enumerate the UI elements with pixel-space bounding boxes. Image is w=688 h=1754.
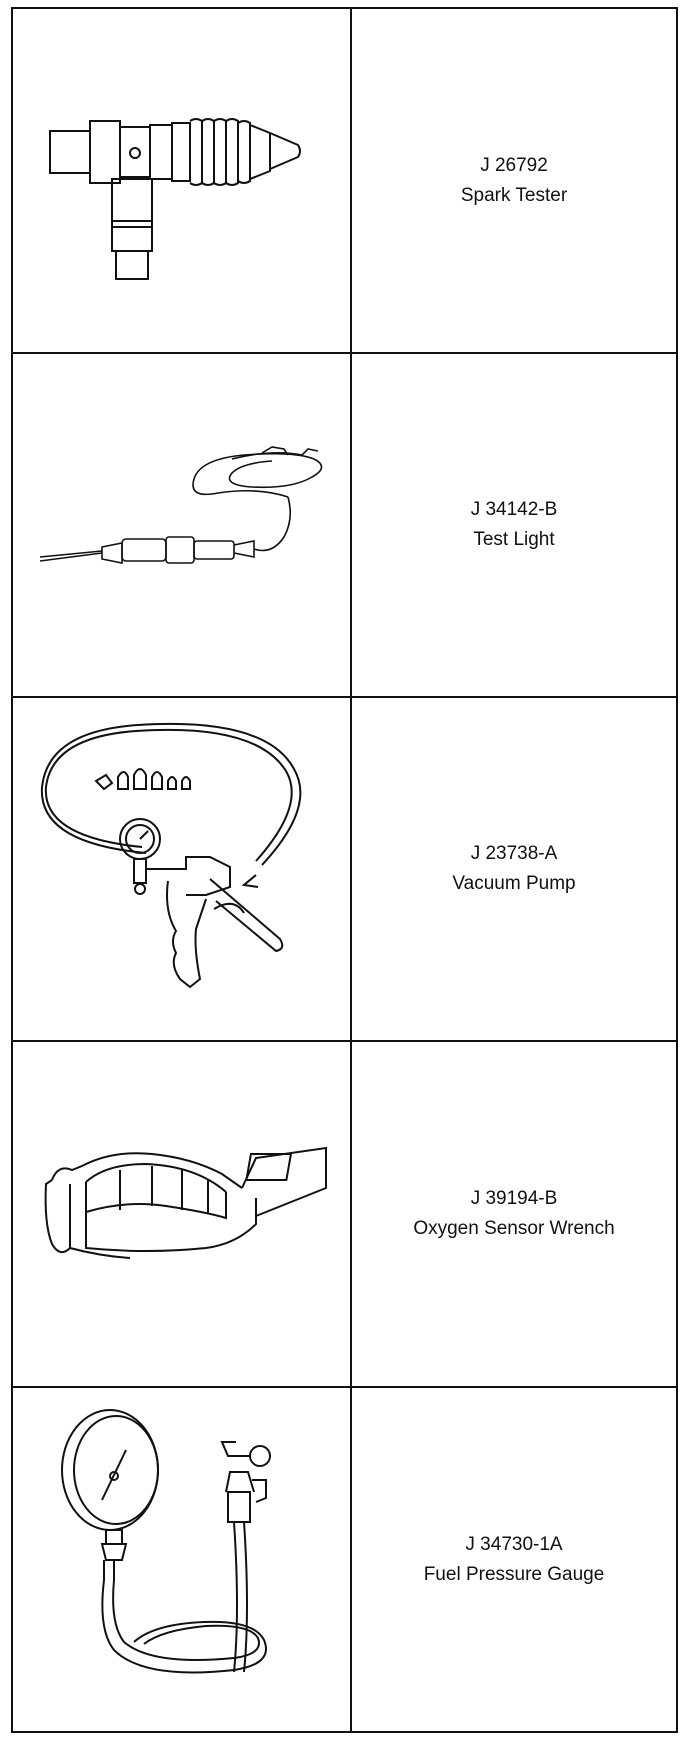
tool-info-cell: J 39194-B Oxygen Sensor Wrench bbox=[350, 1040, 678, 1388]
spark-tester-icon bbox=[32, 61, 332, 301]
tool-name: Vacuum Pump bbox=[452, 873, 576, 894]
tool-number: J 39194-B bbox=[470, 1188, 558, 1209]
table-row: J 39194-B Oxygen Sensor Wrench bbox=[11, 1040, 678, 1388]
tool-name: Oxygen Sensor Wrench bbox=[413, 1218, 615, 1239]
illustration-cell bbox=[11, 352, 352, 698]
table-row: J 34142-B Test Light bbox=[11, 352, 678, 698]
tool-info-cell: J 26792 Spark Tester bbox=[350, 7, 678, 354]
tool-number: J 26792 bbox=[480, 154, 548, 176]
illustration-cell bbox=[11, 1040, 352, 1388]
tool-info-cell: J 34730-1A Fuel Pressure Gauge bbox=[350, 1386, 678, 1733]
vacuum-pump-icon bbox=[32, 719, 332, 1019]
table-row: J 34730-1A Fuel Pressure Gauge bbox=[11, 1386, 678, 1733]
special-tools-table: J 26792 Spark Tester J 34142-B Test Lig bbox=[11, 7, 678, 1733]
tool-info-cell: J 23738-A Vacuum Pump bbox=[350, 696, 678, 1042]
tool-number: J 34730-1A bbox=[465, 1533, 563, 1555]
tool-info-cell: J 34142-B Test Light bbox=[350, 352, 678, 698]
oxygen-sensor-wrench-icon bbox=[32, 1114, 332, 1314]
tool-number: J 23738-A bbox=[470, 843, 558, 864]
tool-name: Spark Tester bbox=[460, 184, 568, 206]
table-row: J 26792 Spark Tester bbox=[11, 7, 678, 354]
illustration-cell bbox=[11, 1386, 352, 1733]
illustration-cell bbox=[11, 696, 352, 1042]
table-row: J 23738-A Vacuum Pump bbox=[11, 696, 678, 1042]
tool-name: Fuel Pressure Gauge bbox=[423, 1563, 605, 1585]
illustration-cell bbox=[11, 7, 352, 354]
fuel-pressure-gauge-icon bbox=[32, 1400, 332, 1720]
tool-number: J 34142-B bbox=[470, 499, 558, 520]
tool-name: Test Light bbox=[473, 529, 555, 550]
test-light-icon bbox=[32, 425, 332, 625]
